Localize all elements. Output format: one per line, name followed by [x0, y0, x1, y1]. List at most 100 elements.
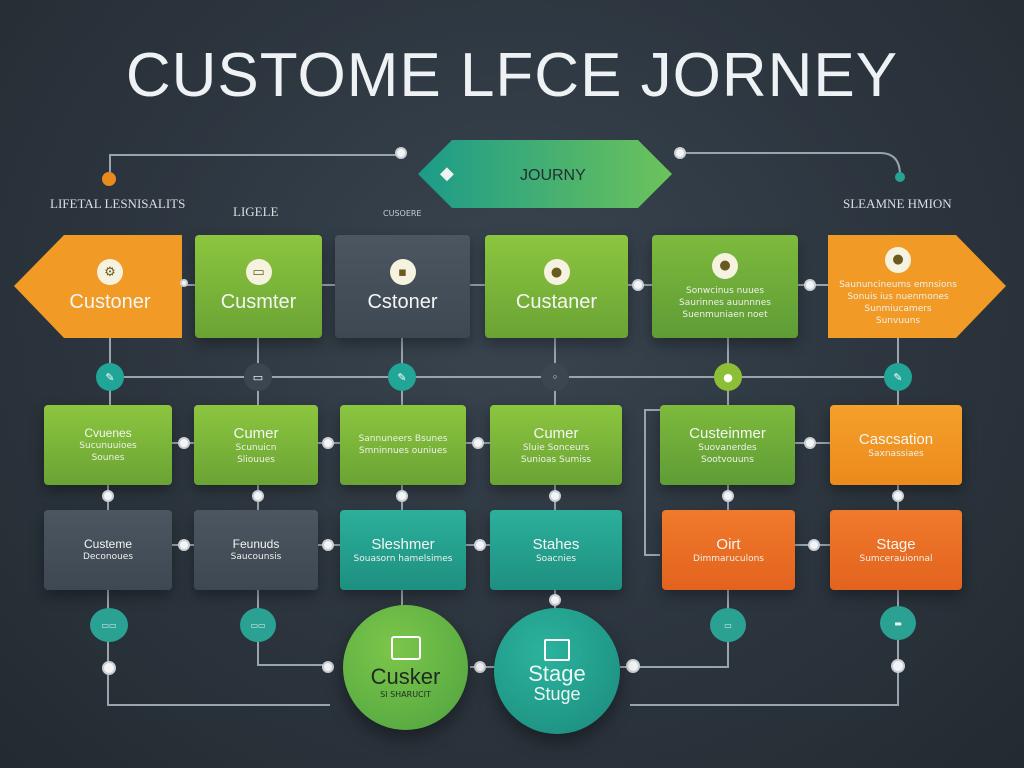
connector-dot [322, 437, 334, 449]
side-label-right: SLEAMNE HMION [843, 196, 952, 211]
card-line: Deconoues [82, 552, 134, 562]
card-line: Sunioas Sumiss [520, 454, 592, 465]
card-line: Sootvouuns [701, 454, 754, 465]
teal-dot [895, 172, 905, 182]
circle-subtitle: SI SHARUCIT [380, 690, 431, 699]
orange-dot [102, 172, 116, 186]
card-line: Soacnies [535, 553, 577, 564]
connector-dot [178, 437, 190, 449]
card-line: Smninnues ouniues [358, 446, 448, 456]
connector-dot [322, 539, 334, 551]
gear-icon: ⚙ [97, 259, 123, 285]
card-title: Feunuds [232, 537, 280, 551]
card-line: Sluie Sonceurs [522, 442, 590, 453]
detail-card-r2-5[interactable]: Custeinmer Suovanerdes Sootvouuns [660, 405, 795, 485]
stage-title: Custoner [69, 291, 151, 313]
card-line: Saxnassiaes [868, 448, 924, 459]
card-line: Scunuicn [235, 442, 277, 453]
connector-dot [674, 147, 686, 159]
bus-node-1: ✎ [96, 363, 124, 391]
side-label-left: LIFETAL LESNISALITS [50, 196, 186, 211]
bulb-icon: ● [543, 259, 570, 285]
channel-pill-icon: ▭▭ [90, 608, 128, 642]
detail-card-r2-2[interactable]: Cumer Scunuicn Sliouues [194, 405, 318, 485]
side-label-left2: LIGELE [233, 204, 279, 219]
connector-dot [472, 437, 484, 449]
detail-card-r3-4[interactable]: Stahes Soacnies [490, 510, 622, 590]
card-title: Stage [876, 535, 916, 553]
circle-title: Cusker [370, 664, 441, 689]
card-line: Souasorn hamelsimes [353, 553, 453, 564]
stage-card-4[interactable]: ● Custaner [485, 235, 628, 338]
card-line: Sounes [91, 453, 125, 463]
connector-dot [632, 279, 644, 291]
stage-card-2[interactable]: ▭ Cusmter [195, 235, 322, 338]
card-line: Sonuis ius nuenmones [847, 291, 949, 302]
card-line: Sucunuuioes [79, 441, 137, 451]
card-line: Sliouues [237, 454, 275, 465]
circle-title: Stage [528, 661, 586, 686]
stage-title: Cusmter [220, 291, 297, 313]
stage-card-3[interactable]: ▪ Cstoner [335, 235, 470, 338]
card-title: Cvuenes [84, 426, 132, 440]
detail-card-r2-3[interactable]: Sannuneers Bsunes Smninnues ouniues [340, 405, 466, 485]
card-title: Stahes [532, 535, 580, 553]
stage-circle-1[interactable]: Cusker SI SHARUCIT [343, 605, 468, 730]
channel-pill-icon: ▬ [880, 606, 916, 640]
stage-card-6[interactable]: ● Saununcineums emnsions Sonuis ius nuen… [834, 235, 962, 338]
detail-card-r2-6[interactable]: Cascsation Saxnassiaes [830, 405, 962, 485]
card-line: Sunmiucamers [864, 303, 932, 314]
box-icon [544, 639, 570, 661]
connector-dot [804, 437, 816, 449]
card-line: Saucounsis [230, 552, 282, 562]
card-title: Sleshmer [371, 535, 435, 553]
detail-card-r3-3[interactable]: Sleshmer Souasorn hamelsimes [340, 510, 466, 590]
detail-card-r3-1[interactable]: Custeme Deconoues [44, 510, 172, 590]
bulb-icon: ● [885, 246, 911, 273]
connector-dot [474, 661, 486, 673]
card-line: Saurinnes auunnnes [679, 297, 771, 308]
card-line: Suenmuniaen noet [682, 309, 768, 320]
stage-circle-2[interactable]: Stage Stuge [494, 608, 620, 734]
chat-icon: ▭ [245, 259, 272, 285]
detail-card-r2-4[interactable]: Cumer Sluie Sonceurs Sunioas Sumiss [490, 405, 622, 485]
connector-dot [102, 490, 114, 502]
card-title: Custeinmer [689, 424, 766, 442]
connector-dot [396, 490, 408, 502]
banner-label: JOURNY [520, 167, 586, 184]
side-label-center: CUSOERE [383, 209, 422, 218]
card-line: Saununcineums emnsions [839, 279, 957, 290]
connector-dot [322, 661, 334, 673]
connector-dot [102, 661, 116, 675]
card-line: Dimmaruculons [693, 553, 764, 564]
journey-banner [418, 140, 672, 208]
stage-title: Cstoner [367, 291, 438, 313]
connector-dot [178, 539, 190, 551]
card-title: Custeme [83, 537, 133, 551]
detail-card-r2-1[interactable]: Cvuenes Sucunuuioes Sounes [44, 405, 172, 485]
circle-subtitle: Stuge [533, 684, 581, 704]
detail-card-r3-5[interactable]: Oirt Dimmaruculons [662, 510, 795, 590]
stage-card-5[interactable]: ● Sonwcinus nuues Saurinnes auunnnes Sue… [652, 235, 798, 338]
card-line: Sonwcinus nuues [685, 285, 765, 296]
card-title: Cumer [533, 424, 579, 442]
connector-dot [808, 539, 820, 551]
connector-dot [252, 490, 264, 502]
card-title: Oirt [716, 535, 741, 553]
card-icon: ▪ [389, 259, 416, 285]
banner-arrow-icon: ◆ [440, 163, 454, 184]
connector-dot [474, 539, 486, 551]
card-title: Cumer [233, 424, 279, 442]
card-line: Sannuneers Bsunes [358, 434, 448, 444]
detail-card-r3-6[interactable]: Stage Sumcerauionnal [830, 510, 962, 590]
connector-dot [722, 490, 734, 502]
detail-card-r3-2[interactable]: Feunuds Saucounsis [194, 510, 318, 590]
connector-dot [804, 279, 816, 291]
row1-arrow-left [14, 235, 182, 338]
connector-dot [180, 279, 188, 287]
card-line: Suovanerdes [698, 442, 757, 453]
stage-card-1[interactable]: ⚙ Custoner [40, 235, 180, 338]
bus-node-5: ● [714, 363, 742, 391]
page-title: CUSTOME LFCE JORNEY [125, 41, 899, 110]
connector-dot [626, 659, 640, 673]
